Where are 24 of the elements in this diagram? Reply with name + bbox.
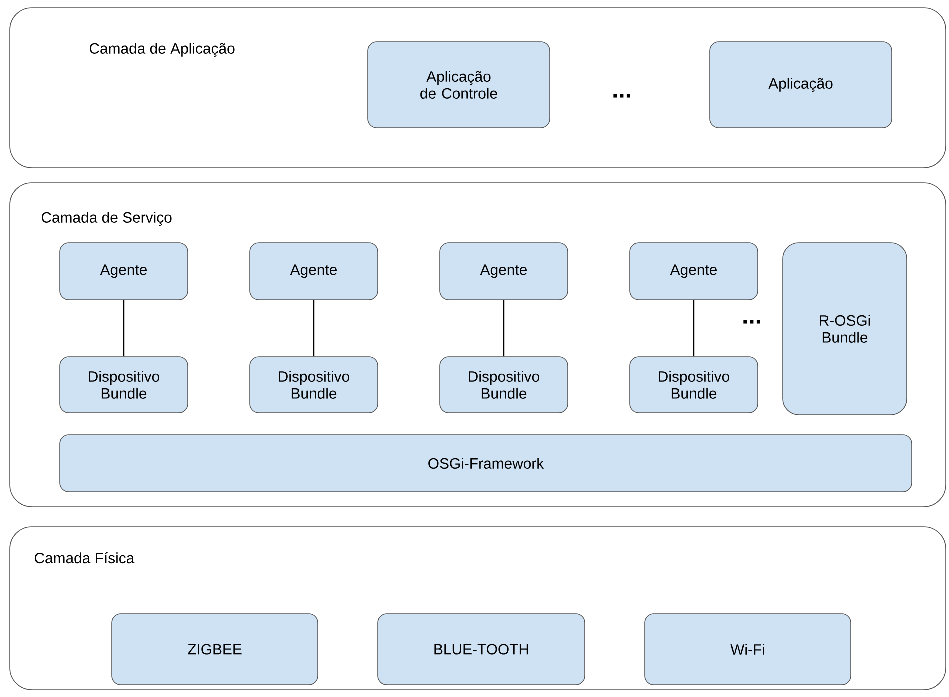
ellipsis: ... — [614, 94, 630, 98]
component-box: Dispositivo Bundle — [250, 356, 378, 414]
component-box: Agente — [630, 242, 758, 300]
component-box: Dispositivo Bundle — [440, 356, 568, 414]
component-box: OSGi-Framework — [60, 434, 912, 492]
component-box: Agente — [250, 242, 378, 300]
ellipsis: ... — [744, 320, 760, 324]
component-box: Wi-Fi — [644, 614, 852, 686]
connector-line — [693, 300, 695, 357]
layer-title: Camada de Aplicação — [90, 43, 235, 57]
component-box: Dispositivo Bundle — [630, 356, 758, 414]
layer-title: Camada de Serviço — [42, 212, 172, 226]
component-box: Dispositivo Bundle — [60, 356, 188, 414]
component-box: Agente — [60, 242, 188, 300]
connector-line — [503, 300, 505, 357]
connector-line — [313, 300, 315, 357]
component-box: BLUE-TOOTH — [378, 614, 586, 686]
connector-line — [123, 300, 125, 357]
component-box: Aplicação — [710, 42, 892, 128]
component-box: ZIGBEE — [112, 614, 318, 686]
component-box: Aplicação de Controle — [368, 42, 550, 128]
component-box: R-OSGi Bundle — [782, 242, 908, 416]
layer-title: Camada Física — [34, 552, 135, 564]
component-box: Agente — [440, 242, 568, 300]
